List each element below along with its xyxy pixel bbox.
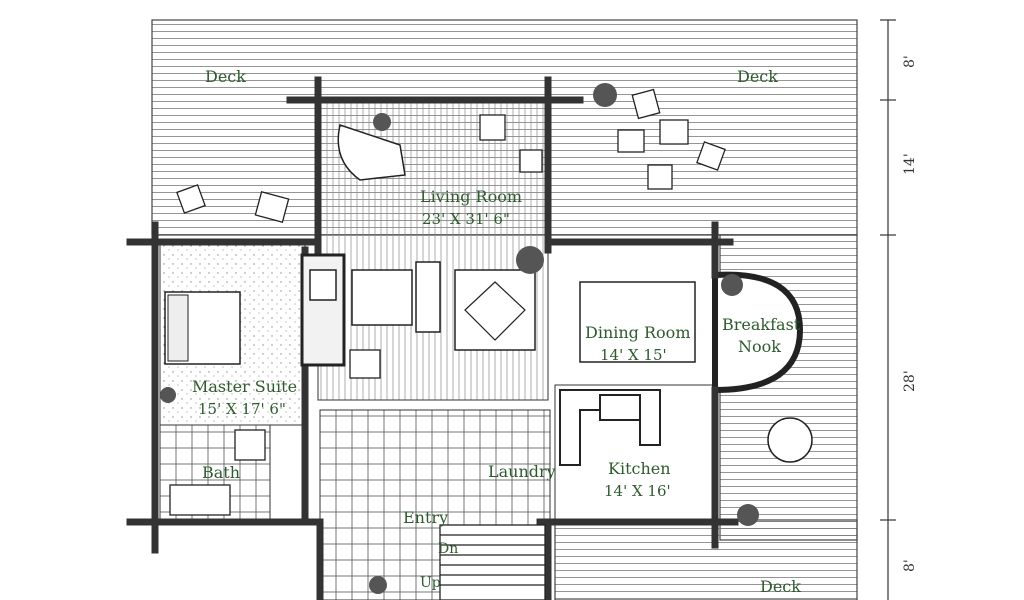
dining-room-dims: 14' X 15' [600, 346, 667, 364]
deck-bottom-label: Deck [760, 577, 801, 596]
living-room-dims: 23' X 31' 6" [422, 210, 510, 228]
breakfast-nook-label-2: Nook [738, 337, 781, 356]
stairs [439, 524, 546, 600]
breakfast-nook-label-1: Breakfast [722, 315, 801, 334]
kitchen-counters [559, 389, 661, 466]
master-bed [164, 291, 241, 365]
kitchen-label: Kitchen [608, 459, 671, 478]
fireplace [300, 253, 346, 367]
stairs-up-label: Up [420, 575, 441, 591]
laundry-label: Laundry [488, 462, 556, 481]
stairs-down-label: Dn [438, 541, 458, 557]
chair-living [349, 114, 543, 379]
kitchen-dims: 14' X 16' [604, 482, 671, 500]
breakfast-nook-bay [712, 271, 804, 394]
piano [337, 124, 406, 181]
dimension-line [880, 19, 896, 600]
dining-room-label: Dining Room [585, 323, 690, 342]
bath-label: Bath [202, 463, 240, 482]
dimension-label-4: 8' [902, 559, 918, 572]
deck-chairs [176, 88, 726, 224]
master-suite-dims: 15' X 17' 6" [198, 400, 286, 418]
dimension-label-2: 14' [902, 153, 918, 175]
deck-bottom-right [554, 519, 858, 600]
sofa [351, 261, 441, 333]
plant-icons [160, 83, 759, 594]
dimension-label-1: 8' [902, 55, 918, 68]
deck-left-label: Deck [205, 67, 246, 86]
round-table-deck [767, 417, 813, 463]
deck-right-label: Deck [737, 67, 778, 86]
living-room-label: Living Room [420, 187, 522, 206]
master-suite-label: Master Suite [192, 377, 297, 396]
entry-label: Entry [403, 508, 448, 527]
bath-fixtures [169, 429, 266, 516]
dining-table [579, 281, 696, 363]
dimension-label-3: 28' [902, 370, 918, 392]
coffee-table [454, 269, 536, 351]
